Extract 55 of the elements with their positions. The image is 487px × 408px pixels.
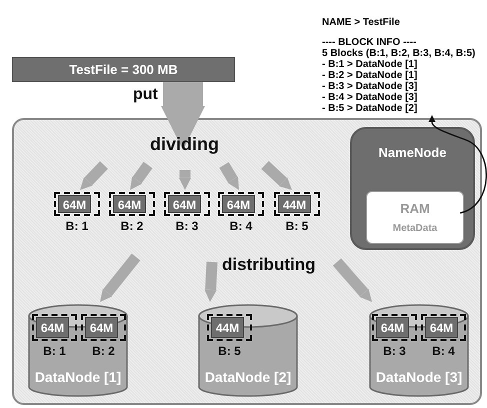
storage-label: DataNode [2] (204, 369, 292, 385)
block-arrow (204, 262, 218, 302)
block-id: B: 2 (120, 219, 144, 233)
block-chip: 64M (376, 317, 409, 338)
storage-cylinder (198, 304, 298, 397)
block-chip: 64M (425, 317, 458, 338)
block-arrow (332, 258, 372, 302)
block-frame (207, 314, 252, 341)
block-frame (421, 314, 466, 341)
block-frame (81, 314, 126, 341)
block-info-text: NAME > TestFile ---- BLOCK INFO ---- 5 Blocks (B:1, B:2, B:3, B:4, B:5) - B:1 > DataNode [1] - B:2 > DataNode [1] - B:3 > DataNode [3] - B:4 > DataNode [3] - B:5 > DataNode [2] (322, 17, 484, 114)
block-id: B: 5 (284, 219, 310, 233)
storage-cylinder (369, 304, 469, 397)
block-frame (372, 314, 417, 341)
memory-caption: MetaData (392, 223, 438, 234)
storage-label: DataNode [3] (374, 369, 464, 385)
block-id: B: 1 (64, 219, 90, 233)
block-chip: 44M (278, 195, 311, 213)
memory-panel (366, 191, 464, 244)
block-id: B: 5 (217, 344, 242, 358)
block-frame (54, 192, 100, 216)
edge-label: put (132, 86, 159, 104)
block-arrow (178, 170, 192, 190)
memory-title: RAM (399, 201, 431, 216)
server-title: NameNode (378, 145, 448, 160)
block-id: B: 4 (228, 219, 254, 233)
file-bar: TestFile = 300 MB (12, 57, 235, 82)
block-frame (274, 192, 320, 216)
block-arrow (261, 160, 292, 190)
block-chip: 64M (222, 195, 255, 213)
block-chip: 64M (113, 195, 146, 213)
block-chip: 64M (36, 317, 69, 338)
block-frame (218, 192, 264, 216)
block-id: B: 2 (91, 344, 116, 358)
block-arrow (80, 161, 108, 190)
step-label: distributing (222, 255, 316, 275)
storage-label: DataNode [1] (34, 369, 122, 385)
block-id: B: 3 (174, 219, 200, 233)
block-frame (109, 192, 155, 216)
block-arrow (219, 162, 239, 190)
block-frame (164, 192, 210, 216)
block-id: B: 1 (42, 344, 67, 358)
storage-cylinder (28, 304, 128, 397)
block-chip: 44M (211, 317, 244, 338)
block-chip: 64M (85, 317, 118, 338)
block-id: B: 3 (382, 344, 407, 358)
block-chip: 64M (168, 195, 201, 213)
step-label: dividing (150, 134, 219, 155)
block-frame (32, 314, 77, 341)
block-id: B: 4 (431, 344, 456, 358)
block-arrow (130, 162, 152, 190)
block-chip: 64M (58, 195, 91, 213)
cluster-panel (12, 118, 482, 405)
block-arrow (100, 254, 140, 302)
server-panel (350, 127, 475, 250)
